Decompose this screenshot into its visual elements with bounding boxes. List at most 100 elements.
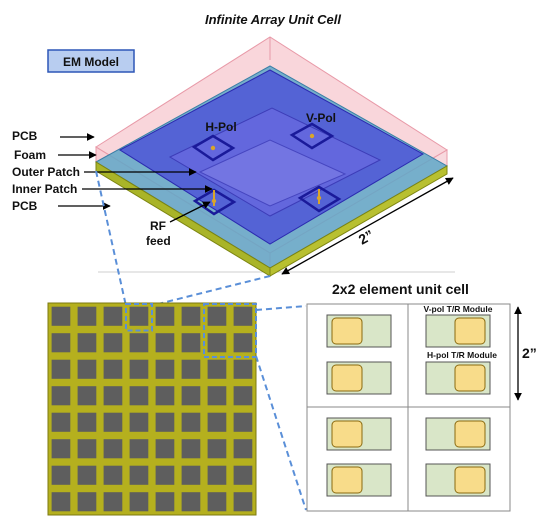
em-model-badge: EM Model (47, 49, 135, 73)
array-pad (155, 306, 175, 326)
array-pad (207, 306, 227, 326)
tr-modules (326, 314, 491, 497)
array-pad (207, 439, 227, 459)
tr-module-chip (454, 364, 486, 392)
array-pad (103, 333, 123, 353)
tr-module-chip (331, 317, 363, 345)
array-pad (233, 439, 253, 459)
highlight-2x2-cell (203, 303, 257, 358)
array-pad (233, 386, 253, 406)
array-pad (207, 412, 227, 432)
array-pad (129, 492, 149, 512)
v-pol-module-label: V-pol T/R Module (424, 304, 493, 314)
array-pad (103, 465, 123, 485)
tr-module-chip (454, 420, 486, 448)
em-model-label: EM Model (63, 55, 119, 69)
array-pad (77, 439, 97, 459)
tr-module-chip (331, 466, 363, 494)
array-pad (233, 465, 253, 485)
tr-module-chip (331, 364, 363, 392)
unit-cell-dimension-label: 2” (522, 345, 537, 361)
layer-labels: PCB Foam Outer Patch Inner Patch PCB (12, 129, 213, 213)
array-pad (51, 412, 71, 432)
pcb-top-label: PCB (12, 129, 38, 143)
diagram-title: Infinite Array Unit Cell (205, 12, 341, 27)
h-pol-module-label: H-pol T/R Module (427, 350, 497, 360)
array-pad (129, 306, 149, 326)
array-pad (77, 492, 97, 512)
array-pad (51, 306, 71, 326)
array-pad (233, 306, 253, 326)
array-pad (155, 465, 175, 485)
array-pad (51, 439, 71, 459)
array-pad (51, 359, 71, 379)
array-pad (103, 359, 123, 379)
outer-patch-label: Outer Patch (12, 165, 80, 179)
array-pad (77, 465, 97, 485)
array-pad (103, 386, 123, 406)
rf-feed-arrow (169, 201, 211, 223)
array-pad (233, 359, 253, 379)
array-pad (155, 439, 175, 459)
array-pad (181, 492, 201, 512)
dashed-connector-cell-top (255, 305, 307, 311)
array-pad (155, 333, 175, 353)
foam-label: Foam (14, 148, 46, 162)
array-pad (207, 359, 227, 379)
array-pad (77, 386, 97, 406)
array-pad (129, 465, 149, 485)
array-pad (129, 439, 149, 459)
rf-feed-label-2: feed (146, 234, 171, 248)
array-pad (77, 359, 97, 379)
array-pad (155, 412, 175, 432)
array-pad (207, 492, 227, 512)
array-pad (51, 386, 71, 406)
rf-feed-label-1: RF (150, 219, 166, 233)
array-pad (155, 359, 175, 379)
array-pad (181, 359, 201, 379)
array-pad (103, 439, 123, 459)
pcb-bottom-label: PCB (12, 199, 38, 213)
array-pad (103, 306, 123, 326)
dashed-connector-right (149, 275, 271, 307)
array-pad (51, 465, 71, 485)
v-pol-label: V-Pol (306, 111, 336, 125)
unit-cell-title: 2x2 element unit cell (332, 281, 469, 297)
array-pad (181, 465, 201, 485)
dimension-label: 2” (356, 226, 377, 247)
array-board (47, 302, 257, 516)
array-pad (181, 386, 201, 406)
array-pad (103, 492, 123, 512)
array-pad (233, 412, 253, 432)
array-pad (233, 333, 253, 353)
tr-module-chip (454, 466, 486, 494)
array-pad (181, 306, 201, 326)
array-pad (129, 359, 149, 379)
array-pad (129, 386, 149, 406)
array-pad (155, 386, 175, 406)
array-pad (181, 333, 201, 353)
h-pol-feed-square (191, 134, 236, 162)
array-pad (103, 412, 123, 432)
dimension-arrow (281, 177, 454, 275)
highlight-single-element (125, 303, 153, 332)
array-pad (51, 492, 71, 512)
array-pad (77, 412, 97, 432)
rf-feed-square-left (192, 188, 237, 216)
array-pad (233, 492, 253, 512)
array-pad (129, 412, 149, 432)
array-pad (51, 333, 71, 353)
array-pad (181, 439, 201, 459)
inner-patch-label: Inner Patch (12, 182, 77, 196)
inner-patch-core (198, 139, 347, 207)
tr-module-chip (331, 420, 363, 448)
array-pad (155, 492, 175, 512)
array-pad (181, 412, 201, 432)
array-pad (77, 306, 97, 326)
v-pol-feed-square (289, 122, 335, 150)
array-pad (77, 333, 97, 353)
dashed-connector-left (95, 170, 127, 307)
h-pol-label: H-Pol (205, 120, 236, 134)
array-pad (129, 333, 149, 353)
